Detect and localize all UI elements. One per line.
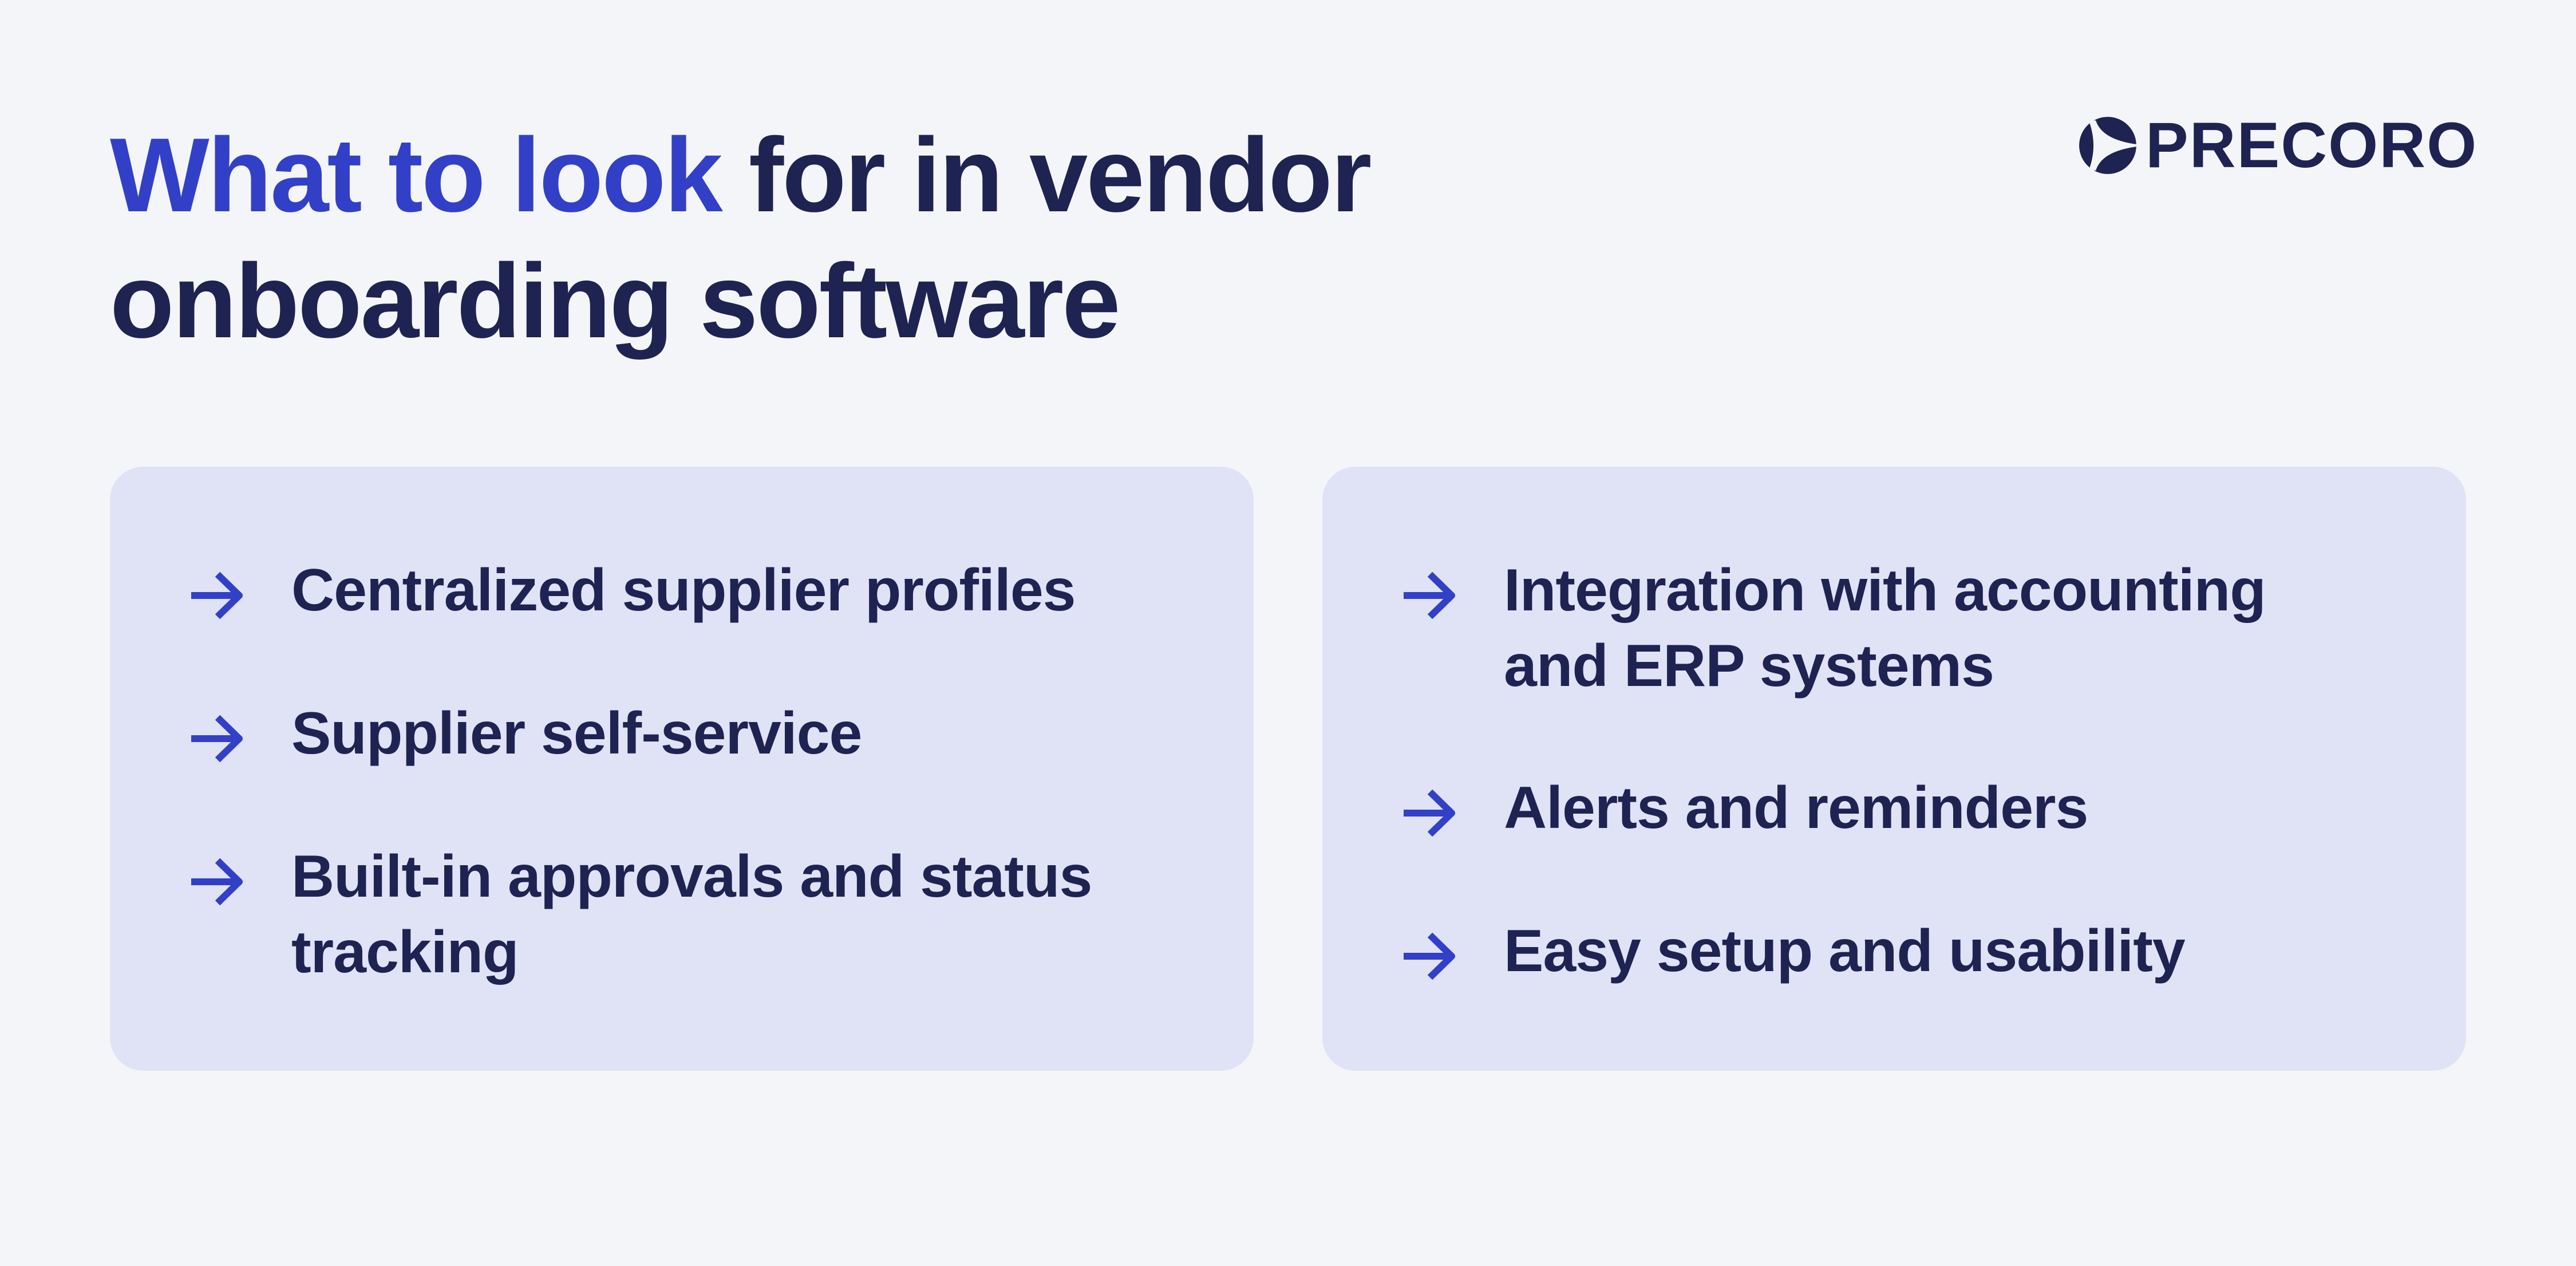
precoro-logo-icon — [2079, 117, 2136, 174]
list-item: Alerts and reminders — [1402, 770, 2397, 846]
item-label: Centralized supplier profiles — [291, 557, 1076, 624]
arrow-right-icon — [190, 553, 243, 619]
title-accent: What to look — [110, 116, 723, 234]
arrow-right-icon — [1402, 770, 1455, 837]
title-rest: for in vendor onboarding software — [110, 116, 1372, 360]
arrow-right-icon — [190, 839, 243, 905]
arrow-right-icon — [1402, 553, 1455, 619]
item-label: Integration with accounting and ERP syst… — [1504, 557, 2266, 699]
item-label: Built-in approvals and status tracking — [291, 843, 1092, 985]
item-label: Alerts and reminders — [1504, 775, 2088, 841]
precoro-logo: PRECORO — [2078, 113, 2478, 178]
page-title: What to look for in vendor onboarding so… — [110, 112, 1541, 364]
arrow-right-icon — [190, 696, 243, 762]
arrow-right-icon — [1402, 913, 1455, 980]
list-item: Integration with accounting and ERP syst… — [1402, 553, 2397, 704]
list-item: Built-in approvals and status tracking — [190, 839, 1174, 990]
list-item: Supplier self-service — [190, 696, 1185, 771]
item-label: Easy setup and usability — [1504, 918, 2186, 984]
features-card-left: Centralized supplier profiles Supplier s… — [110, 467, 1254, 1071]
logo-text: PRECORO — [2146, 109, 2478, 181]
features-card-right: Integration with accounting and ERP syst… — [1322, 467, 2466, 1071]
item-label: Supplier self-service — [291, 700, 862, 767]
list-item: Easy setup and usability — [1402, 913, 2397, 989]
list-item: Centralized supplier profiles — [190, 553, 1185, 628]
